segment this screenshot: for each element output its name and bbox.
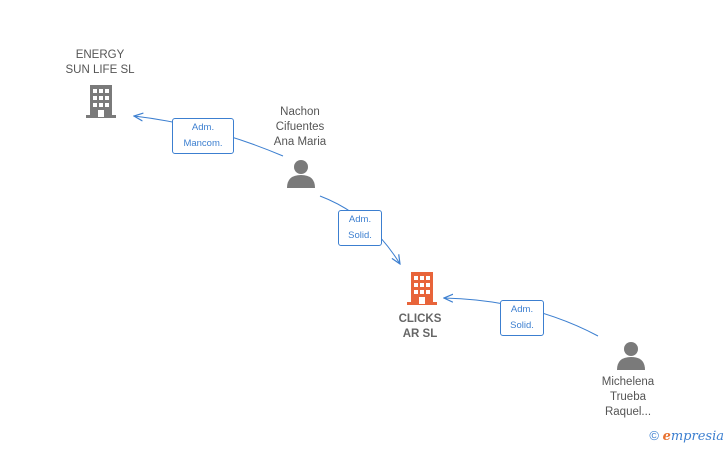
edge-label-line: Solid. [510, 320, 534, 331]
node-label-line: Cifuentes [275, 121, 325, 133]
edge-label-line: Mancom. [183, 138, 223, 149]
node-michelena[interactable] [615, 340, 647, 377]
node-label-line: ENERGY [75, 49, 125, 61]
node-label-nachon: Nachon Cifuentes Ana Maria [250, 105, 350, 150]
footer-brand[interactable]: © empresia [649, 428, 724, 444]
node-label-line: Raquel... [604, 406, 652, 418]
node-label-line: SUN LIFE SL [65, 64, 135, 76]
node-nachon[interactable] [285, 158, 317, 195]
node-label-line: Michelena [601, 376, 655, 388]
node-label-line: Nachon [280, 106, 320, 118]
node-label-line: AR SL [402, 328, 438, 340]
node-label-line: Ana Maria [273, 136, 327, 148]
person-icon [617, 342, 645, 370]
brand-logo-e: e [662, 429, 671, 444]
edge-label-adm-mancom[interactable]: Adm. Mancom. [172, 118, 234, 154]
edge-label-adm-solid-michelena[interactable]: Adm. Solid. [500, 300, 544, 336]
edge-label-line: Adm. [348, 214, 372, 225]
building-icon [86, 85, 116, 118]
node-label-line: CLICKS [398, 313, 442, 325]
copyright-icon: © [649, 428, 659, 443]
node-clicks-ar[interactable] [405, 270, 439, 311]
edge-label-line: Adm. [191, 122, 215, 133]
edge-label-line: Adm. [510, 304, 534, 315]
edge-label-line: Solid. [348, 230, 372, 241]
person-icon [287, 160, 315, 188]
node-label-clicks-ar: CLICKS AR SL [370, 312, 470, 342]
brand-logo-rest: mpresia [670, 429, 724, 444]
brand-logo: empresia [663, 429, 724, 444]
node-label-michelena: Michelena Trueba Raquel... [578, 375, 678, 420]
edge-label-adm-solid-nachon[interactable]: Adm. Solid. [338, 210, 382, 246]
node-energy-sun-life[interactable] [84, 83, 118, 124]
node-label-energy-sun-life: ENERGY SUN LIFE SL [50, 48, 150, 78]
node-label-line: Trueba [609, 391, 646, 403]
building-icon [407, 272, 437, 305]
